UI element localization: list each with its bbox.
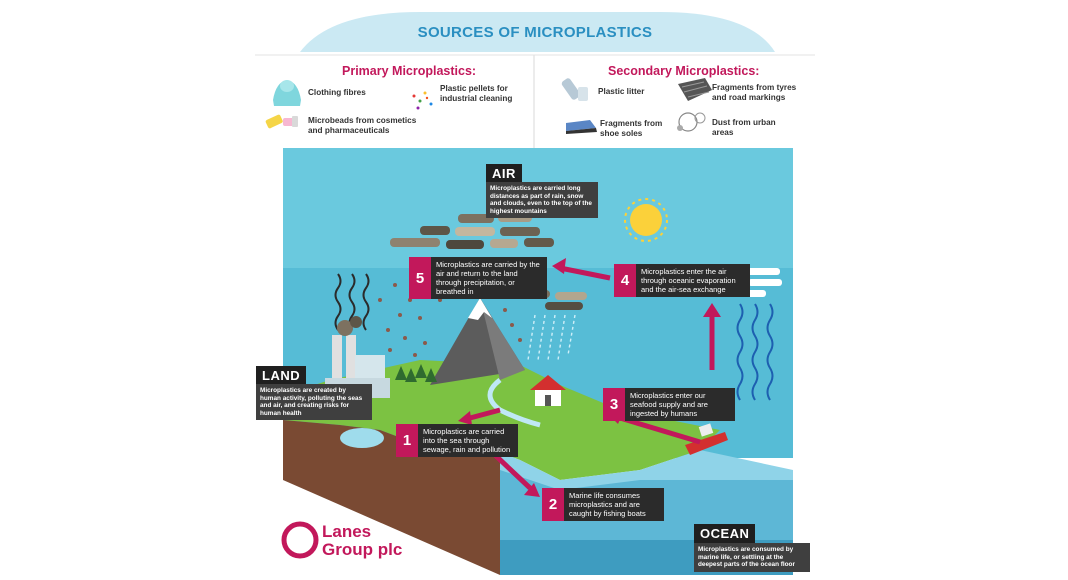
pellets-icon	[412, 91, 433, 110]
zone-air-label: AIR	[486, 164, 522, 183]
logo-line2: Group plc	[322, 540, 403, 559]
hoodie-icon	[273, 80, 301, 106]
zone-air-note: Microplastics are carried long distances…	[486, 182, 598, 219]
step-text: Marine life consumes microplastics and a…	[564, 488, 664, 521]
zone-ocean-note: Microplastics are consumed by marine lif…	[694, 543, 810, 572]
source-plastic-litter: Plastic litter	[598, 87, 645, 96]
logo-line1: Lanes	[322, 522, 372, 541]
step-text: Microplastics are carried by the air and…	[431, 257, 547, 299]
source-clothing-fibres: Clothing fibres	[308, 88, 366, 97]
step-5: 5 Microplastics are carried by the air a…	[409, 257, 547, 299]
rain	[527, 314, 576, 361]
primary-heading: Primary Microplastics:	[342, 64, 477, 78]
step-number: 1	[396, 424, 418, 457]
step-text: Microplastics enter our seafood supply a…	[625, 388, 735, 421]
zone-land-note: Microplastics are created by human activ…	[256, 384, 372, 421]
step-text: Microplastics are carried into the sea t…	[418, 424, 518, 457]
page-title: SOURCES OF MICROPLASTICS	[417, 24, 653, 41]
ship	[685, 423, 728, 455]
shoe-icon	[566, 120, 597, 134]
bottle-icon	[561, 78, 588, 101]
grass-land	[283, 360, 720, 480]
step-number: 3	[603, 388, 625, 421]
step-3: 3 Microplastics enter our seafood supply…	[603, 388, 735, 421]
source-urban-dust: Dust from urban areas	[712, 118, 776, 137]
step-number: 2	[542, 488, 564, 521]
source-plastic-pellets: Plastic pellets for industrial cleaning	[440, 84, 513, 103]
lake	[340, 428, 384, 448]
sun-icon	[624, 198, 668, 242]
evaporation-waves	[736, 303, 774, 401]
house	[530, 375, 566, 406]
lanes-logo-mark	[281, 521, 319, 559]
source-microbeads: Microbeads from cosmetics and pharmaceut…	[308, 116, 417, 135]
title-arch	[300, 12, 775, 52]
smoke-lines	[334, 273, 370, 331]
tyre-fragment-icon	[678, 78, 712, 101]
source-tyre-fragments: Fragments from tyres and road markings	[712, 83, 797, 102]
secondary-heading: Secondary Microplastics:	[608, 64, 760, 78]
step-1: 1 Microplastics are carried into the sea…	[396, 424, 518, 457]
source-shoe-soles: Fragments from shoe soles	[600, 119, 663, 138]
dust-icon	[677, 112, 706, 132]
step-number: 4	[614, 264, 636, 297]
trees	[395, 364, 437, 382]
step-number: 5	[409, 257, 431, 299]
zone-ocean-label: OCEAN	[694, 524, 756, 543]
cosmetics-icon	[265, 114, 298, 129]
mountain	[430, 298, 525, 385]
soil	[283, 420, 500, 575]
step-text: Microplastics enter the air through ocea…	[636, 264, 750, 297]
step-4: 4 Microplastics enter the air through oc…	[614, 264, 750, 297]
step-2: 2 Marine life consumes microplastics and…	[542, 488, 664, 521]
zone-land-label: LAND	[256, 366, 307, 385]
cycle-arrows	[458, 258, 721, 497]
